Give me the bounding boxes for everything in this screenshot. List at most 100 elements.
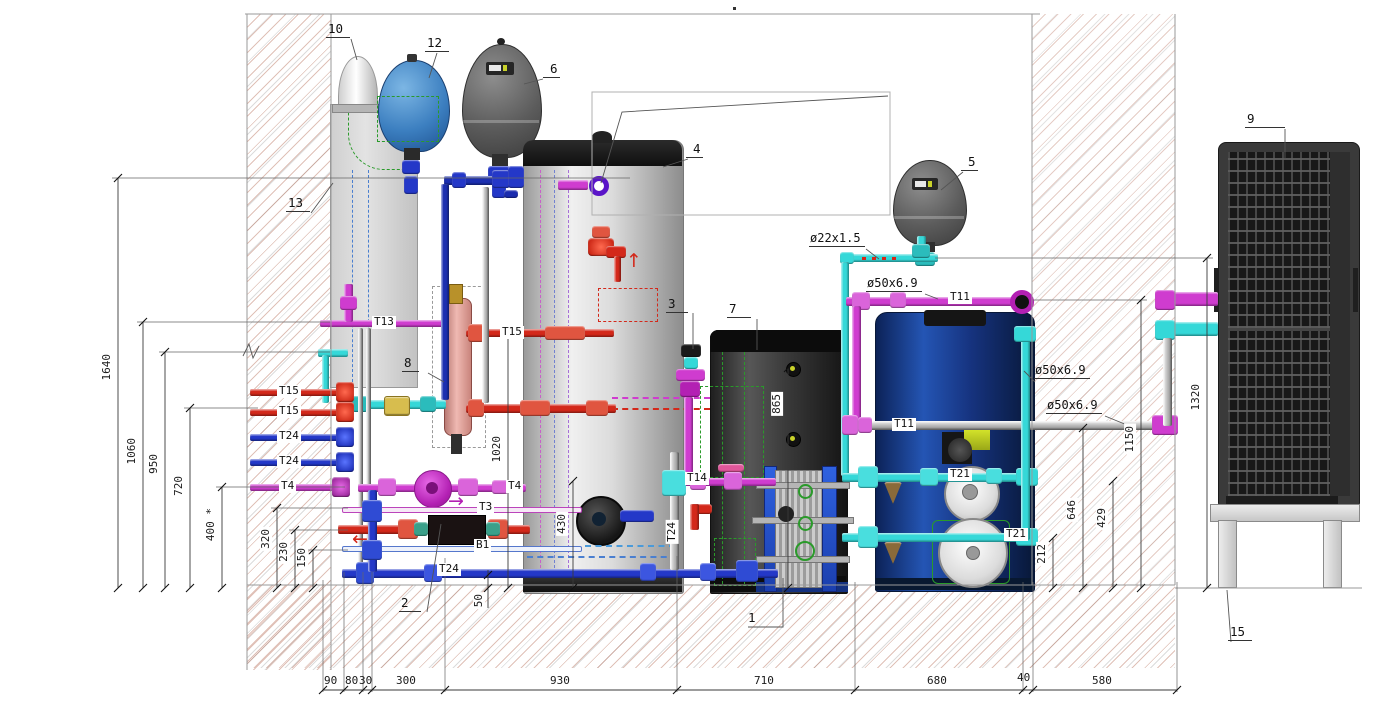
flow-arrow-up: ↑ xyxy=(626,250,642,272)
tank-4-red-fitting xyxy=(592,226,610,238)
dashed-magenta-line xyxy=(612,397,710,399)
dim-50: 50 xyxy=(472,592,486,610)
vessel-12-green-outline xyxy=(377,96,439,142)
pipe-o22-red-dashes xyxy=(862,257,898,260)
riser-darkblue xyxy=(441,184,449,400)
dim-680: 680 xyxy=(927,674,947,687)
dim-950: 950 xyxy=(147,452,161,476)
dim-40: 40 xyxy=(1017,671,1031,684)
blue-tank-top-elbow xyxy=(1014,326,1036,342)
dim-429: 429 xyxy=(1095,506,1109,530)
tag-t11-b: T11 xyxy=(892,417,916,431)
tank-7-top-cap xyxy=(710,330,846,352)
tag-t13: T13 xyxy=(372,315,396,329)
riser-cyan-far-right xyxy=(1021,334,1030,540)
separator-vent-valve xyxy=(449,284,463,304)
blue-tank-top-port xyxy=(924,310,986,326)
dim-710: 710 xyxy=(754,674,774,687)
callout-10: 10 xyxy=(326,21,351,38)
blue-valve-a xyxy=(336,427,354,447)
vessel-6-label-dot xyxy=(503,65,507,71)
hx-1-port-2 xyxy=(798,516,813,531)
flow-arrow-left: ← xyxy=(352,528,368,550)
tag-t24-c: T24 xyxy=(437,562,461,576)
dia-label-o50-b: ø50x6.9 xyxy=(1034,363,1090,379)
vessel-12-neck xyxy=(404,148,420,160)
vessel-5-union xyxy=(912,244,930,258)
tag-t4-a: T4 xyxy=(279,479,297,493)
callout-8: 8 xyxy=(402,355,419,372)
magenta-coupling-a xyxy=(378,478,396,496)
dim-430: 430 xyxy=(555,512,569,536)
vessel-6-handle xyxy=(504,190,518,198)
dim-1640: 1640 xyxy=(100,352,114,383)
callout-1: 1 xyxy=(748,610,756,625)
magenta-elbow-unit xyxy=(1155,290,1175,310)
tank-4-flange-fitting xyxy=(620,510,654,522)
cyan-fitting-t24 xyxy=(662,470,686,496)
strainer-yellow xyxy=(384,396,410,416)
blue-valve-b xyxy=(336,452,354,472)
vessel-6-neck xyxy=(492,154,508,166)
red-elbow-tank7-v xyxy=(690,504,699,530)
magenta-valve-b xyxy=(332,477,350,497)
callout-12: 12 xyxy=(425,35,450,52)
dim-90: 90 xyxy=(324,674,338,687)
riser-cyan-right xyxy=(841,262,849,476)
tag-t21-b: T21 xyxy=(1004,527,1028,541)
t21-coupling-b xyxy=(986,468,1002,484)
dim-300: 300 xyxy=(396,674,416,687)
dim-720: 720 xyxy=(172,474,186,498)
dia-label-o50-c: ø50x6.9 xyxy=(1046,398,1102,414)
dashed-blue-line-a xyxy=(527,556,677,558)
tank-4-top-cap xyxy=(523,140,682,166)
t11-low-fitting-b xyxy=(858,417,872,433)
dim-212: 212 xyxy=(1035,542,1049,566)
dim-1150: 1150 xyxy=(1123,424,1137,455)
pump-head-motor xyxy=(948,438,972,462)
pump-t4-hub xyxy=(426,482,438,494)
red-fitting-g xyxy=(586,400,608,416)
tag-t4-b: T4 xyxy=(506,479,524,493)
tag-b1: B1 xyxy=(474,538,492,552)
blue-fitting-top-c xyxy=(508,166,524,188)
callout-9: 9 xyxy=(1245,111,1285,128)
magenta-valve xyxy=(340,296,357,310)
unit-stand-15-right-leg xyxy=(1323,520,1342,588)
blue-fitting-top-a xyxy=(452,172,466,188)
red-fitting-d xyxy=(545,326,585,340)
vessel-5-label-slit xyxy=(915,181,926,187)
t11-low-fitting-a xyxy=(842,415,858,435)
cyan-coupling-b xyxy=(420,396,436,412)
hx-1-port-3 xyxy=(795,541,815,561)
red-valve-a xyxy=(336,382,354,402)
valve-3-riser xyxy=(684,397,693,477)
dim-150: 150 xyxy=(295,546,309,570)
dia-label-o50-a: ø50x6.9 xyxy=(866,276,922,292)
tag-t15-sep: T15 xyxy=(500,325,524,339)
vessel-12-valve xyxy=(402,160,420,174)
cyan-elbow-unit xyxy=(1155,320,1175,340)
tag-t11-a: T11 xyxy=(948,290,972,304)
dim-400: 400 * xyxy=(204,506,218,544)
teal-union-a xyxy=(414,522,428,536)
t21-coupling-a xyxy=(920,468,938,486)
wall-hatch-right xyxy=(1032,14,1175,585)
riser-silver-unit xyxy=(1163,338,1172,426)
tank-4-red-riser xyxy=(614,256,621,282)
magenta-ring-valve xyxy=(1010,290,1034,314)
blue-coupling-c xyxy=(700,563,716,581)
tag-t24-a: T24 xyxy=(277,429,301,443)
t14-coupling-b xyxy=(724,472,742,490)
unit-9-seam xyxy=(1228,328,1330,331)
dim-930: 930 xyxy=(550,674,570,687)
red-fitting-f xyxy=(520,400,550,416)
red-valve-b xyxy=(336,402,354,422)
air-vent-10 xyxy=(338,56,378,110)
boiler-flue-dashed xyxy=(352,170,353,382)
blue-valve-e xyxy=(362,500,382,522)
floor-hatch xyxy=(247,585,1175,668)
dim-1320: 1320 xyxy=(1189,382,1203,413)
dim-865: 865 xyxy=(770,392,784,416)
t11-coupling-b xyxy=(890,292,906,308)
